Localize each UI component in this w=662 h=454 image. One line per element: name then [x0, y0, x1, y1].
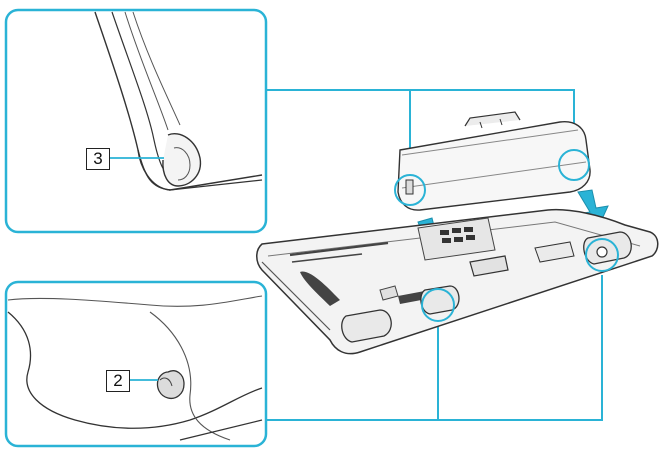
battery-pack	[394, 111, 591, 211]
callout-2-label: 2	[106, 370, 130, 392]
zoom-panel-top	[4, 8, 268, 234]
callout-3-label: 3	[86, 148, 110, 170]
zoom-panel-bottom	[4, 280, 268, 448]
laptop-base	[256, 208, 659, 355]
